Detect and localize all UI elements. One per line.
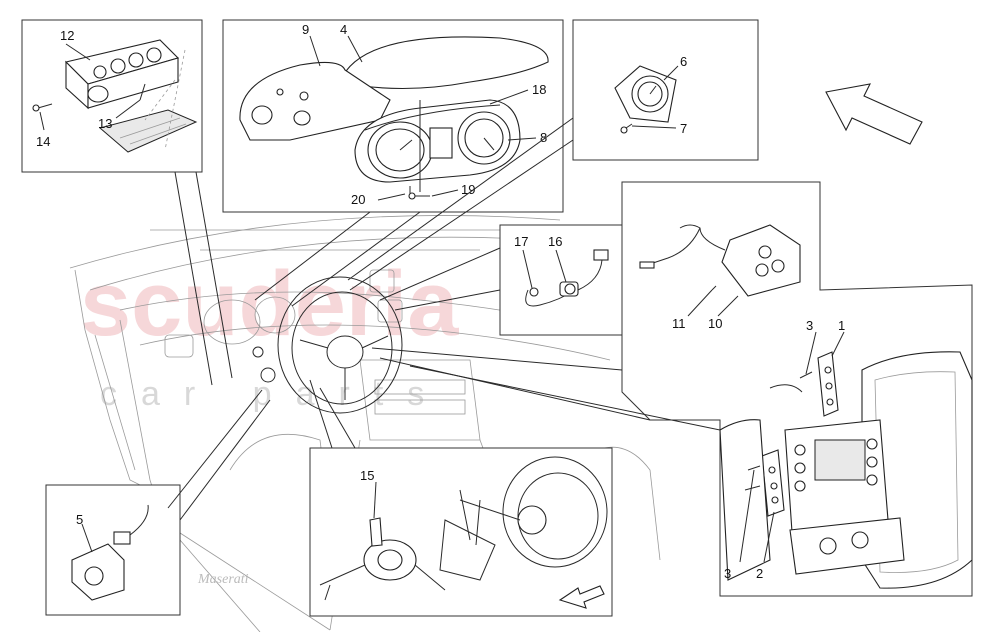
watermark: scuderia car parts [80,253,459,413]
label-6: 6 [680,54,687,69]
callout-connectors [167,117,721,521]
arrow-icon [825,83,923,145]
box-steering-column [309,447,613,617]
label-8: 8 [540,130,547,145]
label-13: 13 [98,116,112,131]
box-sensor [499,224,623,336]
label-3-lower: 3 [724,566,731,581]
label-10: 10 [708,316,722,331]
label-3-upper: 3 [806,318,813,333]
group-box-instrument-cluster: 9 4 18 8 19 20 [222,19,564,213]
label-9: 9 [302,22,309,37]
label-2: 2 [756,566,763,581]
label-14: 14 [36,134,50,149]
label-12: 12 [60,28,74,43]
label-5: 5 [76,512,83,527]
label-19: 19 [461,182,475,197]
group-box-steering-column: 15 [309,447,613,617]
group-box-sensor: 17 16 [499,224,623,336]
watermark-brand: scuderia [80,253,459,355]
group-box-headlight-switch: 5 [45,484,181,616]
label-20: 20 [351,192,365,207]
label-18: 18 [532,82,546,97]
group-center-console: 1 3 3 2 [719,318,973,589]
group-box-clock: 6 7 [572,19,759,161]
label-17: 17 [514,234,528,249]
svg-text:Maserati: Maserati [197,572,249,587]
label-15: 15 [360,468,374,483]
label-16: 16 [548,234,562,249]
label-11: 11 [672,316,686,331]
arrow-icon-lower [558,585,605,609]
label-1: 1 [838,318,845,333]
label-7: 7 [680,121,687,136]
group-box-vent-switches: 12 13 14 [21,19,203,173]
box-vent-switches [21,19,203,173]
label-4: 4 [340,22,347,37]
